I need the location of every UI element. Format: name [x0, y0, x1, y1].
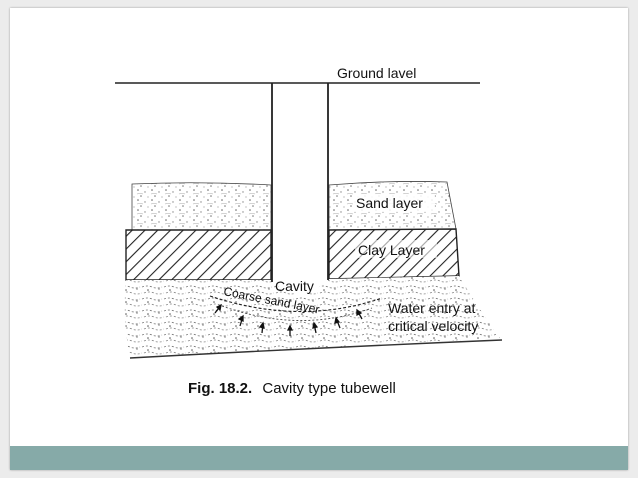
- cavity-tubewell-diagram: Ground lavel Sand layer Clay Layer Cavit…: [115, 65, 503, 397]
- figure-caption: Fig. 18.2. Cavity type tubewell: [188, 380, 396, 397]
- figure-title: Cavity type tubewell: [262, 380, 395, 397]
- sand-label-bg: [353, 194, 435, 212]
- clay-layer-left: [125, 229, 272, 281]
- tubewell-pipe: [272, 84, 328, 282]
- slide: Ground lavel Sand layer Clay Layer Cavit…: [10, 8, 628, 470]
- clay-label-bg: [355, 240, 437, 258]
- water-entry-arrows: [214, 303, 363, 336]
- water-entry-label-line2: critical velocity: [388, 318, 478, 334]
- sand-layer-left: [131, 182, 272, 232]
- clay-layer-label: Clay Layer: [358, 242, 425, 258]
- footer-bar: [10, 446, 628, 470]
- figure-number: Fig. 18.2.: [188, 380, 252, 397]
- ground-level-label: Ground lavel: [337, 65, 416, 81]
- cavity-arc: [209, 295, 383, 313]
- coarse-sand-layer: [124, 276, 501, 358]
- cavity-label: Cavity: [275, 278, 314, 294]
- sand-layer-label: Sand layer: [356, 195, 423, 211]
- water-entry-label-line1: Water entry at: [388, 300, 476, 316]
- coarse-sand-bottom-line: [129, 339, 503, 359]
